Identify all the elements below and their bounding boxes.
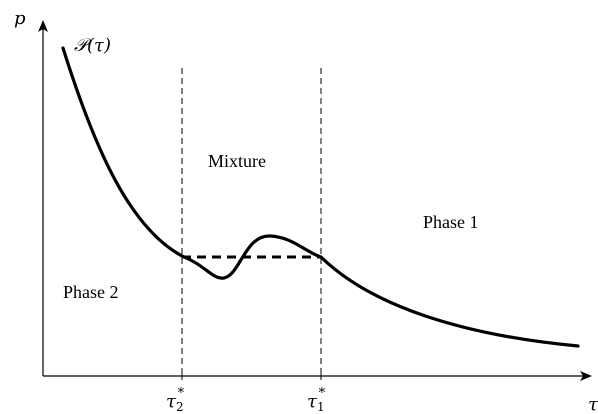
pressure-curve — [61, 46, 580, 348]
x-axis-label: τ — [588, 394, 598, 414]
mixture-label: Mixture — [208, 151, 266, 171]
y-axis-label: p — [14, 8, 26, 29]
phase2-label: Phase 2 — [63, 282, 119, 302]
tau1-star-label: τ1* — [307, 386, 326, 414]
curve-label: 𝒫(τ) — [74, 35, 111, 56]
tau2-star-label: τ2* — [166, 386, 185, 414]
phase1-label: Phase 1 — [423, 212, 479, 232]
